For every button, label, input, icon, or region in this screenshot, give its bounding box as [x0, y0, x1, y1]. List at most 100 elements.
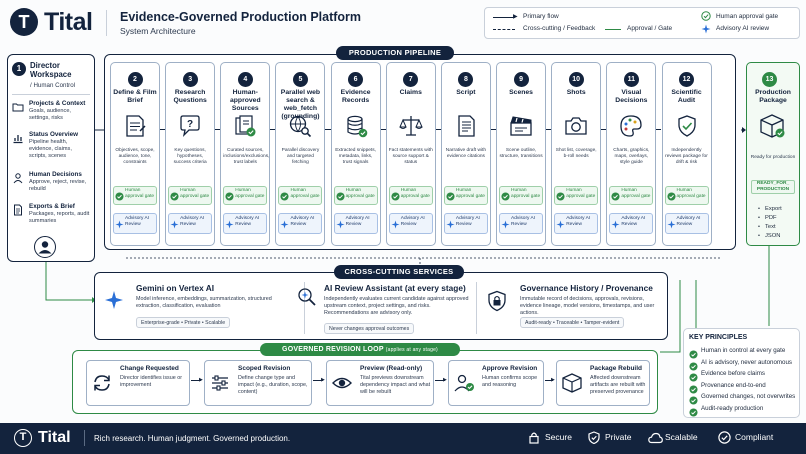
advisory-ai-review[interactable]: [443, 213, 488, 234]
director-item-title[interactable]: Human Decisions: [29, 171, 82, 178]
step-desc: Parallel discovery and targeted fetching: [281, 148, 320, 165]
revision-step-title: Preview (Read-only): [360, 365, 423, 372]
step-title: Visual Decisions: [615, 89, 648, 104]
step-title: Script: [456, 89, 476, 96]
gate-label: Human approval gate: [235, 188, 265, 199]
revision-step-card[interactable]: [448, 360, 544, 406]
human-approval-gate[interactable]: [113, 186, 157, 205]
human-approval-gate[interactable]: [499, 186, 544, 205]
advisory-ai-review[interactable]: [113, 213, 157, 234]
step-title: Claims: [399, 89, 422, 96]
legend-crosscut-line: [493, 29, 515, 30]
advisory-label: Advisory AI Review: [400, 216, 425, 227]
director-item-title[interactable]: Exports & Brief: [29, 203, 75, 210]
director-workspace-panel: [7, 54, 95, 262]
principles-title: KEY PRINCIPLES: [689, 334, 748, 341]
gate-label: Human approval gate: [290, 188, 320, 199]
human-approval-gate[interactable]: [664, 186, 709, 205]
flow-arrow: [270, 129, 276, 130]
check-circle-icon: [689, 392, 698, 410]
folder-icon: [12, 100, 24, 118]
gate-label: Human approval gate: [676, 188, 706, 199]
flow-arrow: [546, 129, 552, 130]
production-package-card[interactable]: [746, 62, 800, 246]
ready-status-badge: READY_FOR_ PRODUCTION: [751, 180, 795, 194]
director-item-title[interactable]: Status Overview: [29, 131, 78, 138]
services-title: CROSS-CUTTING SERVICES: [334, 265, 464, 279]
advisory-ai-review[interactable]: [223, 213, 268, 234]
advisory-label: Advisory AI Review: [180, 216, 205, 227]
footer-divider: [84, 430, 85, 446]
flow-arrow: [313, 380, 323, 381]
advisory-ai-review[interactable]: [388, 213, 433, 234]
export-bullet: •: [758, 224, 760, 230]
principle-item: Provenance end-to-end: [701, 381, 766, 389]
advisory-label: Advisory AI Review: [345, 216, 370, 227]
sources-icon: [232, 113, 258, 144]
export-item[interactable]: JSON: [765, 233, 781, 239]
advisory-ai-review[interactable]: [554, 213, 599, 234]
avatar[interactable]: [34, 236, 56, 258]
advisory-ai-review[interactable]: [609, 213, 654, 234]
step-title: Evidence Records: [340, 89, 371, 104]
check-circle-icon: [170, 188, 179, 206]
legend-advisory-label: Advisory AI review: [716, 25, 770, 32]
human-approval-gate[interactable]: [609, 186, 654, 205]
advisory-ai-review[interactable]: [168, 213, 213, 234]
export-item[interactable]: Export: [765, 206, 782, 212]
human-approval-gate[interactable]: [388, 186, 433, 205]
director-item-title[interactable]: Projects & Context: [29, 100, 86, 107]
human-approval-gate[interactable]: [443, 186, 488, 205]
services-divider-1: [304, 282, 305, 334]
flow-arrow: [380, 129, 386, 130]
service-desc: Model inference, embeddings, summarizati…: [136, 296, 272, 309]
sparkle-icon: [225, 216, 234, 234]
revision-step-card[interactable]: [86, 360, 190, 406]
cloud-icon: [648, 431, 663, 449]
header-divider: [106, 10, 107, 36]
footer-item: Private: [605, 432, 632, 442]
sparkle-icon: [446, 216, 455, 234]
step-title: Shots: [566, 89, 586, 96]
director-subtitle: / Human Control: [30, 82, 76, 89]
advisory-ai-review[interactable]: [333, 213, 378, 234]
advisory-label: Advisory AI Review: [566, 216, 591, 227]
human-approval-gate[interactable]: [278, 186, 323, 205]
gate-label: Human approval gate: [125, 188, 155, 199]
director-item-desc: Goals, audience, settings, risks: [29, 108, 71, 121]
export-item[interactable]: Text: [765, 224, 776, 230]
legend: ▶ Primary flow Cross-cutting / Feedback …: [484, 7, 800, 39]
lock-shield-icon: [486, 290, 508, 317]
revision-step-title: Approve Revision: [482, 365, 538, 372]
gate-label: Human approval gate: [511, 188, 541, 199]
revision-step-desc: Human confirms scope and reasoning: [482, 375, 538, 388]
flow-arrow: [601, 129, 607, 130]
export-item[interactable]: PDF: [765, 215, 777, 221]
footer-bar: [0, 423, 806, 454]
advisory-ai-review[interactable]: [278, 213, 323, 234]
globe-search-icon: [287, 113, 313, 144]
step-number-10: 10: [568, 72, 584, 87]
revision-loop-title: GOVERNED REVISION LOOP (applies at any s…: [260, 343, 460, 356]
revision-step-card[interactable]: [326, 360, 434, 406]
advisory-ai-review[interactable]: [664, 213, 709, 234]
human-approval-gate[interactable]: [333, 186, 378, 205]
page-title: Evidence-Governed Production Platform: [120, 10, 362, 24]
human-approval-gate[interactable]: [223, 186, 268, 205]
revision-step-title: Scoped Revision: [238, 365, 291, 372]
principle-item: Governed changes, not overwrites: [701, 393, 796, 400]
arrow-head-icon: ▶: [321, 377, 325, 383]
human-approval-gate[interactable]: [168, 186, 213, 205]
step-desc: Independently reviews package for drift …: [665, 148, 708, 165]
sparkle-icon: [336, 216, 345, 234]
flow-arrow: [545, 380, 553, 381]
step-number-8: 8: [458, 72, 474, 87]
lock-icon: [528, 431, 540, 449]
human-approval-gate[interactable]: [554, 186, 599, 205]
sparkle-icon: [666, 216, 676, 234]
sparkle-icon: [280, 216, 289, 234]
advisory-ai-review[interactable]: [499, 213, 544, 234]
revision-step-desc: Director identifies issue or improvement: [120, 375, 183, 388]
service-tag: Never changes approval outcomes: [324, 323, 415, 334]
step-desc: Fact statements with source support & st…: [388, 148, 433, 165]
